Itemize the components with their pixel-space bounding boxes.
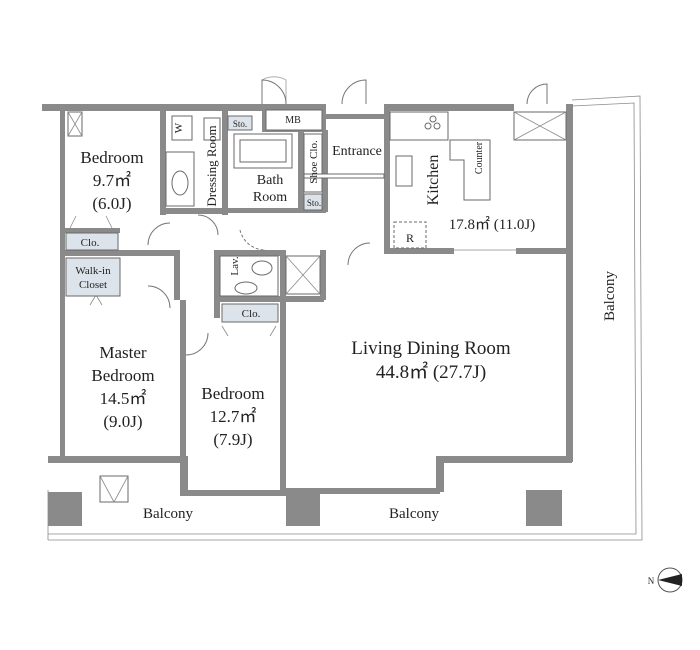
lav-label: Lav. bbox=[229, 256, 241, 275]
kitchen-area: 17.8㎡ (11.0J) bbox=[449, 216, 536, 233]
bedroom-1-jo: (6.0J) bbox=[92, 194, 131, 213]
bath-label: Bath bbox=[257, 173, 283, 188]
kitchen-name: Kitchen bbox=[425, 155, 442, 206]
room-labels: Bedroom 9.7㎡ (6.0J) Master Bedroom 14.5㎡… bbox=[75, 115, 618, 522]
doors bbox=[147, 76, 548, 356]
master-bedroom-area: 14.5㎡ bbox=[100, 389, 147, 408]
dressing-room-label: Dressing Room bbox=[204, 125, 219, 206]
interior-walls bbox=[60, 111, 570, 490]
walk-in-label-1: Walk-in bbox=[75, 265, 111, 277]
living-room-name: Living Dining Room bbox=[351, 338, 511, 359]
bedroom-2-name: Bedroom bbox=[201, 384, 264, 403]
storage-label-2: Sto. bbox=[307, 198, 321, 208]
compass-icon: N bbox=[648, 567, 683, 593]
master-bedroom-name: Master bbox=[99, 343, 147, 362]
bedroom-2-jo: (7.9J) bbox=[213, 430, 252, 449]
master-bedroom-name2: Bedroom bbox=[91, 366, 154, 385]
master-bedroom-jo: (9.0J) bbox=[103, 412, 142, 431]
closets bbox=[65, 115, 323, 323]
closet-label-1: Clo. bbox=[81, 237, 100, 249]
entrance-label: Entrance bbox=[332, 144, 382, 159]
mb-label: MB bbox=[285, 115, 301, 126]
walk-in-label-2: Closet bbox=[79, 279, 107, 291]
compass-label: N bbox=[648, 576, 655, 586]
windows bbox=[84, 105, 572, 493]
w-label: W bbox=[173, 122, 185, 133]
counter-label: Counter bbox=[474, 141, 485, 174]
room-label: Room bbox=[253, 190, 287, 205]
balcony-label-bottom: Balcony bbox=[389, 506, 439, 522]
balcony-label-right: Balcony bbox=[602, 271, 618, 321]
balcony-pillars bbox=[48, 490, 562, 526]
shoe-closet-label: Shoe Clo. bbox=[308, 140, 320, 184]
fixtures bbox=[67, 109, 567, 503]
bedroom-1-name: Bedroom bbox=[80, 148, 143, 167]
living-room-area: 44.8㎡ (27.7J) bbox=[376, 360, 486, 383]
closet-label-2: Clo. bbox=[242, 308, 261, 320]
balcony-label-left: Balcony bbox=[143, 506, 193, 522]
bedroom-1-area: 9.7㎡ bbox=[93, 171, 131, 190]
bedroom-2-area: 12.7㎡ bbox=[210, 407, 257, 426]
refrigerator-label: R bbox=[406, 231, 414, 245]
storage-label-1: Sto. bbox=[233, 119, 247, 129]
